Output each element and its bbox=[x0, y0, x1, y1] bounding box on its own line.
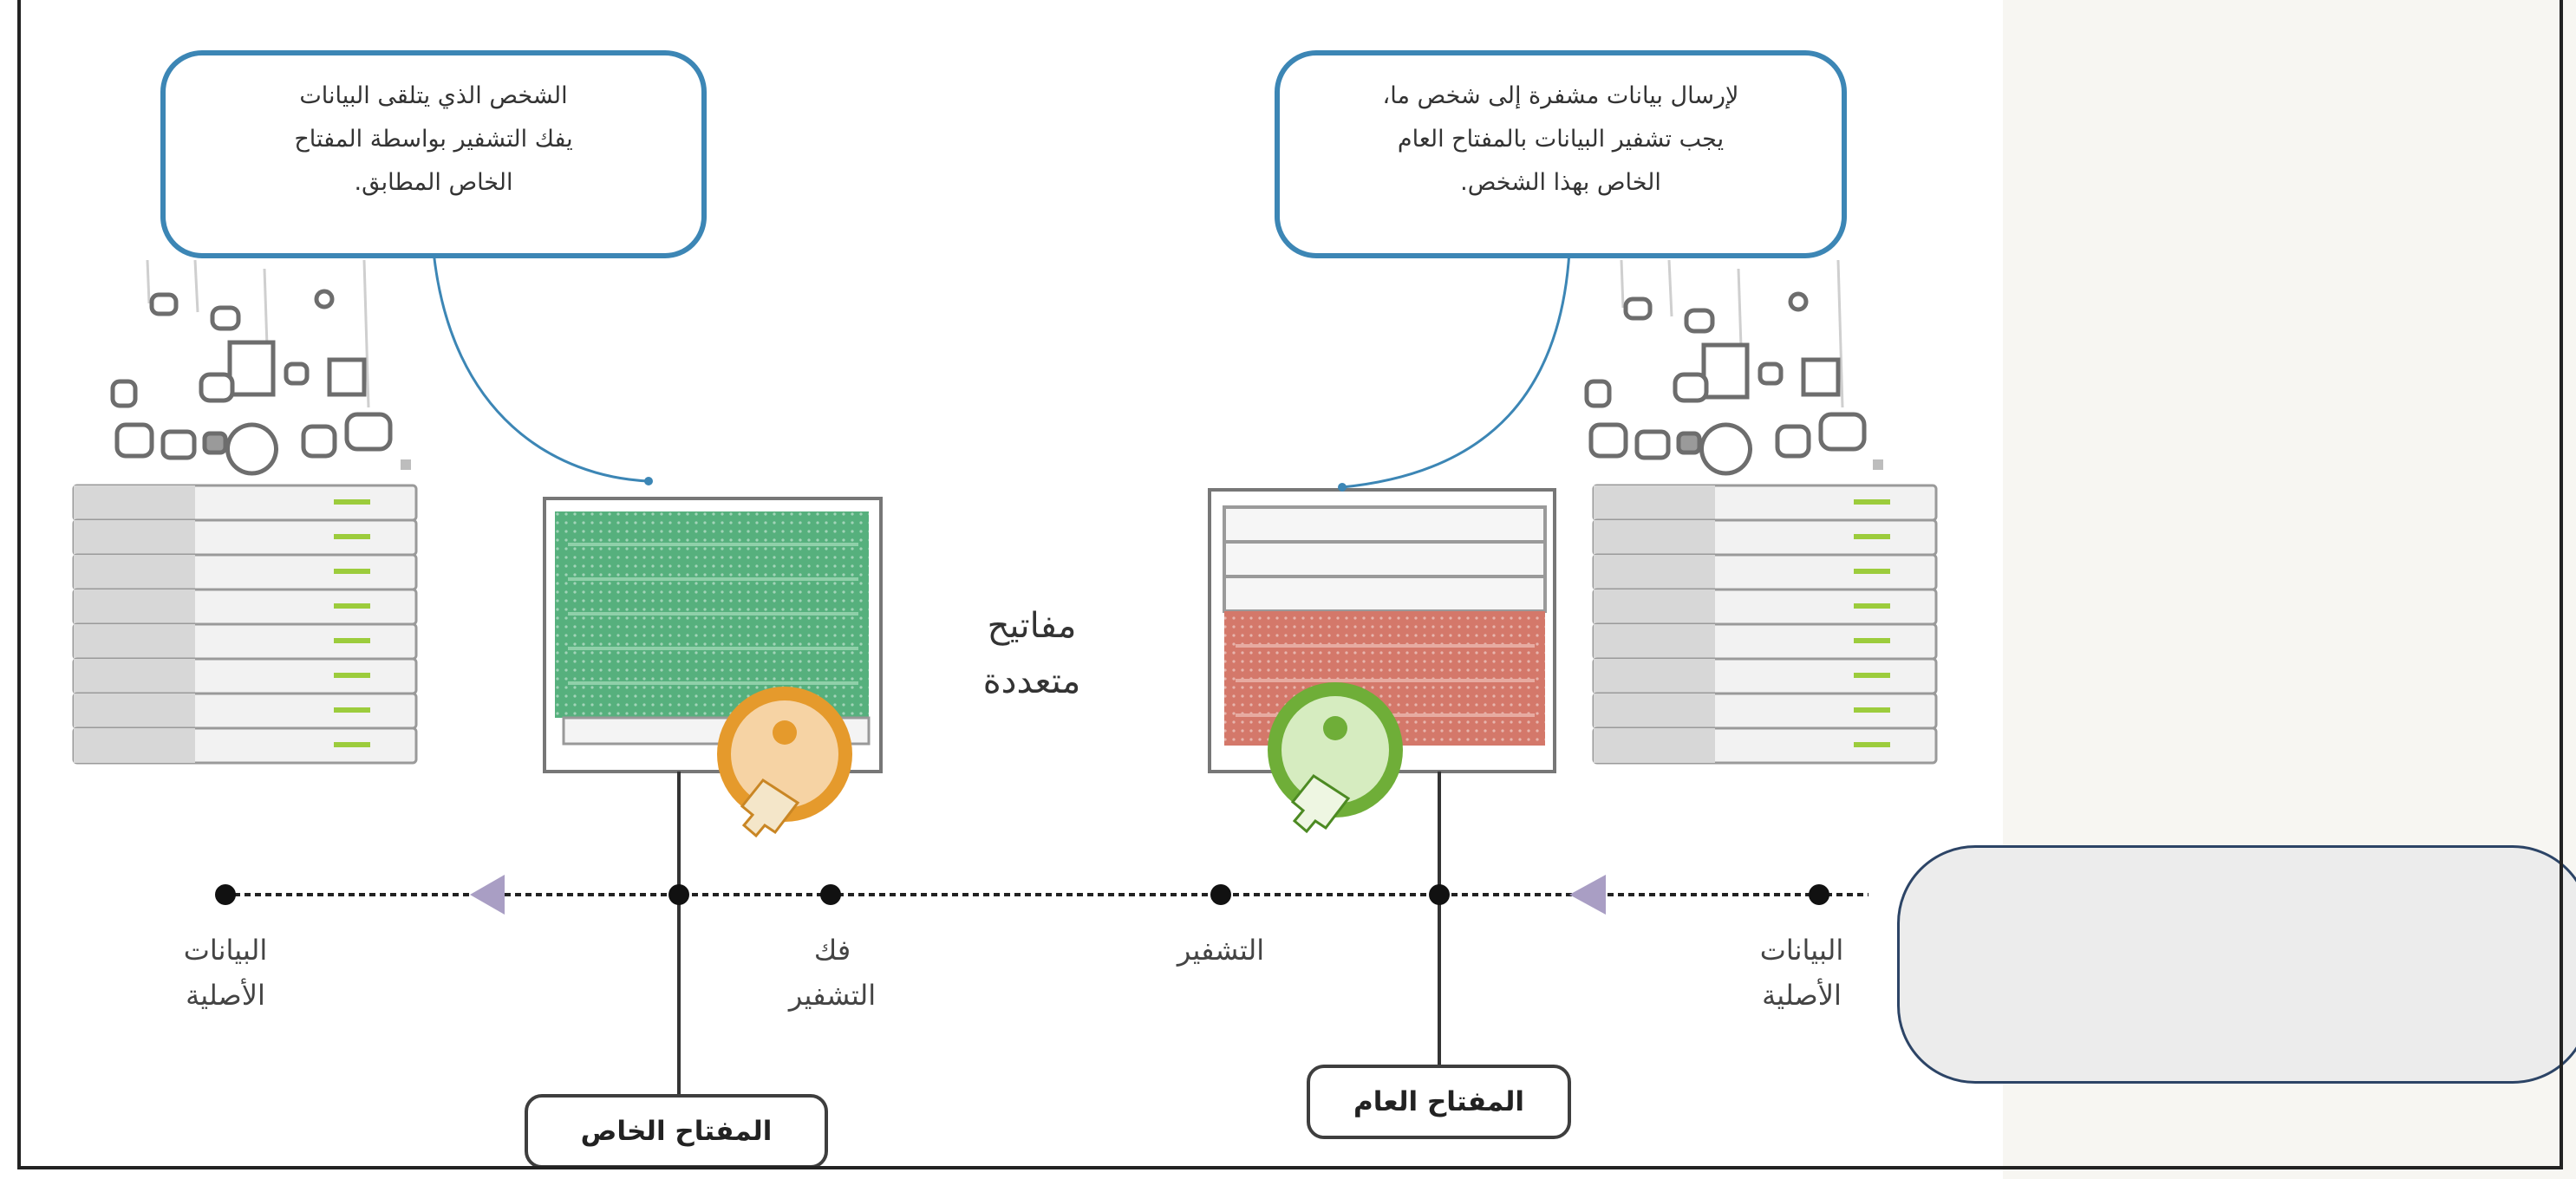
flow-arrow-right bbox=[1569, 875, 1606, 915]
flow-arrow-left bbox=[470, 875, 505, 915]
right-data-fragments bbox=[1584, 259, 1883, 476]
receiver-callout: الشخص الذي يتلقى البيانات يفك التشفير بو… bbox=[160, 50, 707, 258]
answer-input-box[interactable] bbox=[1897, 845, 2576, 1084]
receiver-callout-line-3: الخاص المطابق. bbox=[354, 169, 513, 196]
original-data-right-line-2: الأصلية bbox=[1762, 979, 1842, 1012]
diagram-frame bbox=[17, 0, 2563, 1169]
decrypt-line-1: فك bbox=[813, 934, 851, 967]
left-callout-connector bbox=[432, 251, 649, 483]
node-public-key bbox=[1429, 884, 1450, 905]
decrypt-label: فك التشفير bbox=[754, 928, 910, 1018]
encrypt-label: التشفير bbox=[1143, 928, 1299, 973]
public-key-icon bbox=[1268, 682, 1403, 834]
original-data-right-label: البيانات الأصلية bbox=[1715, 928, 1888, 1018]
node-original-left bbox=[215, 884, 236, 905]
multiple-keys-line-1: مفاتيح bbox=[987, 606, 1077, 646]
node-decrypt bbox=[820, 884, 841, 905]
node-encrypt bbox=[1210, 884, 1231, 905]
multiple-keys-label: مفاتيح متعددة bbox=[936, 598, 1127, 709]
decrypt-line-2: التشفير bbox=[788, 979, 877, 1012]
private-key-icon bbox=[717, 687, 852, 838]
left-data-fragments bbox=[110, 259, 411, 476]
node-original-right bbox=[1809, 884, 1829, 905]
sender-callout-line-3: الخاص بهذا الشخص. bbox=[1460, 169, 1661, 196]
private-key-box bbox=[543, 497, 883, 773]
multiple-keys-line-2: متعددة bbox=[982, 661, 1081, 701]
sender-callout-line-2: يجب تشفير البيانات بالمفتاح العام bbox=[1397, 126, 1725, 153]
node-private-key bbox=[668, 884, 689, 905]
receiver-callout-line-2: يفك التشفير بواسطة المفتاح bbox=[294, 126, 573, 153]
sender-callout-line-1: لإرسال بيانات مشفرة إلى شخص ما، bbox=[1382, 82, 1739, 109]
private-key-tag: المفتاح الخاص bbox=[525, 1094, 828, 1169]
sender-callout: لإرسال بيانات مشفرة إلى شخص ما، يجب تشفي… bbox=[1275, 50, 1847, 258]
original-data-left-line-1: البيانات bbox=[183, 934, 268, 967]
original-data-right-line-1: البيانات bbox=[1759, 934, 1844, 967]
original-data-left-line-2: الأصلية bbox=[186, 979, 265, 1012]
right-callout-connector bbox=[1341, 251, 1571, 489]
encrypt-line-1: التشفير bbox=[1177, 934, 1265, 967]
receiver-callout-line-1: الشخص الذي يتلقى البيانات bbox=[299, 82, 568, 109]
public-key-tag: المفتاح العام bbox=[1307, 1065, 1571, 1139]
original-data-left-label: البيانات الأصلية bbox=[139, 928, 312, 1018]
